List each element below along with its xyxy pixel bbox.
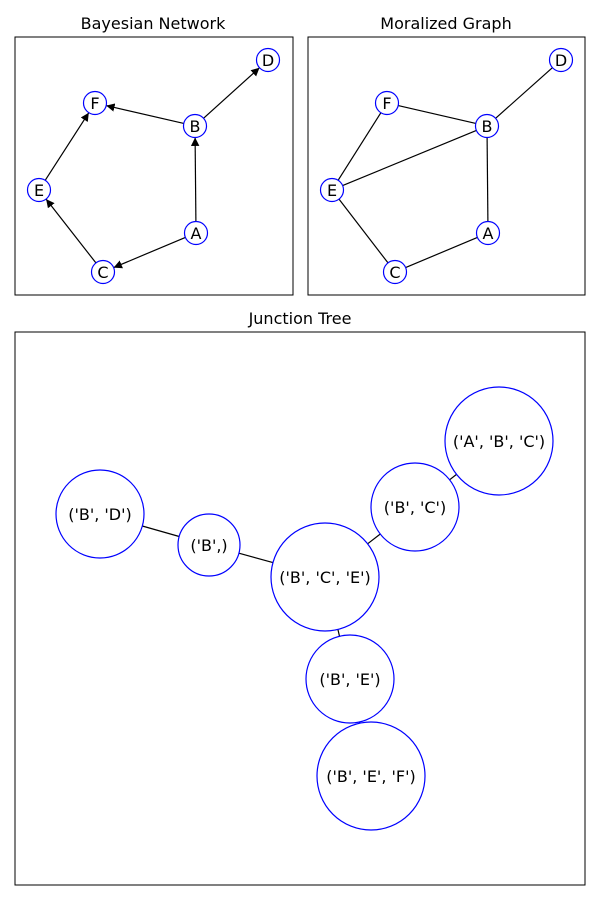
bayesian-node-label: E [34,181,44,200]
moral-node-circle [382,259,408,285]
moral-node-d: D [548,47,574,73]
bayesian-node-label: C [97,263,108,282]
moral-node-e: E [319,177,345,203]
junction-tree-frame [14,331,586,886]
moral-node-circle [474,113,500,139]
junction-clique-label: ('A', 'B', 'C') [453,432,545,451]
junction-edge-bd-b [142,525,180,538]
bayesian-edge-b-f [106,103,184,124]
junction-clique-bce: ('B', 'C', 'E') [270,522,380,632]
bayesian-edge-c-e [45,198,97,264]
bayesian-node-circle [183,220,209,246]
bayesian-node-d: D [255,47,281,73]
moral-node-label: D [555,51,567,70]
bayesian-node-label: A [191,224,202,243]
bayesian-node-b: B [182,113,208,139]
bayesian-node-circle [182,113,208,139]
junction-clique-circle [305,634,395,724]
moral-node-c: C [382,259,408,285]
moral-edge-b-e [342,129,477,187]
junction-clique-label: ('B', 'E') [319,670,380,689]
junction-clique-bef: ('B', 'E', 'F') [316,721,426,831]
junction-tree-panel: Junction Tree ('B', 'D') ('B',) ('B', 'C',… [14,309,586,886]
junction-clique-circle [444,386,554,496]
bayesian-node-circle [82,90,108,116]
moral-edge-e-f [337,112,382,181]
bayesian-edge-b-d [203,67,260,119]
bayesian-node-f: F [82,90,108,116]
moral-edge-a-b [486,137,489,222]
junction-clique-circle [316,721,426,831]
junction-clique-be: ('B', 'E') [305,634,395,724]
junction-clique-circle [177,513,241,577]
moral-node-label: C [389,263,400,282]
moralized-graph-frame [307,36,586,296]
bayesian-node-label: B [190,117,201,136]
bayesian-node-label: D [262,51,274,70]
moral-node-circle [548,47,574,73]
bayesian-node-circle [90,259,116,285]
junction-clique-bc: ('B', 'C') [370,462,460,552]
moral-node-circle [319,177,345,203]
junction-clique-circle [370,462,460,552]
bayesian-network-panel: Bayesian Network A B C D E F [14,14,294,296]
moral-node-label: B [482,117,493,136]
junction-clique-abc: ('A', 'B', 'C') [444,386,554,496]
bayesian-edge-a-c [113,236,186,269]
junction-edge-bce-be [337,629,341,637]
moral-node-a: A [475,220,501,246]
moralized-graph-title: Moralized Graph [380,14,511,33]
moral-node-f: F [374,90,400,116]
junction-tree-title: Junction Tree [248,309,352,328]
moral-node-circle [475,220,501,246]
moral-edge-c-e [338,198,389,264]
bayesian-node-a: A [183,220,209,246]
bayesian-node-e: E [26,177,52,203]
junction-clique-label: ('B', 'D') [68,505,132,524]
junction-clique-circle [55,469,145,559]
junction-clique-label: ('B', 'E', 'F') [326,767,416,786]
junction-clique-label: ('B',) [190,536,227,555]
moral-node-label: A [483,224,494,243]
moral-node-label: F [382,94,391,113]
bayesian-node-label: F [90,94,99,113]
bayesian-network-title: Bayesian Network [81,14,226,33]
junction-clique-label: ('B', 'C', 'E') [279,568,370,587]
junction-clique-circle [270,522,380,632]
junction-clique-label: ('B', 'C') [384,498,446,517]
moral-node-b: B [474,113,500,139]
junction-clique-b: ('B',) [177,513,241,577]
junction-edge-bc-abc [449,473,457,481]
junction-clique-bd: ('B', 'D') [55,469,145,559]
bayesian-edge-e-f [44,112,90,181]
bayesian-node-circle [26,177,52,203]
moral-edge-b-d [495,67,553,119]
moral-node-circle [374,90,400,116]
bayesian-node-c: C [90,259,116,285]
junction-edge-bce-bc [367,533,381,545]
bayesian-node-circle [255,47,281,73]
moralized-graph-panel: Moralized Graph A B C D E F [307,14,586,296]
moral-edge-a-c [405,236,478,269]
moral-edge-b-f [398,105,476,124]
junction-edge-b-bce [238,552,274,564]
bayesian-edge-a-b [190,137,200,222]
moral-node-label: E [327,181,337,200]
bayesian-network-frame [14,36,294,296]
